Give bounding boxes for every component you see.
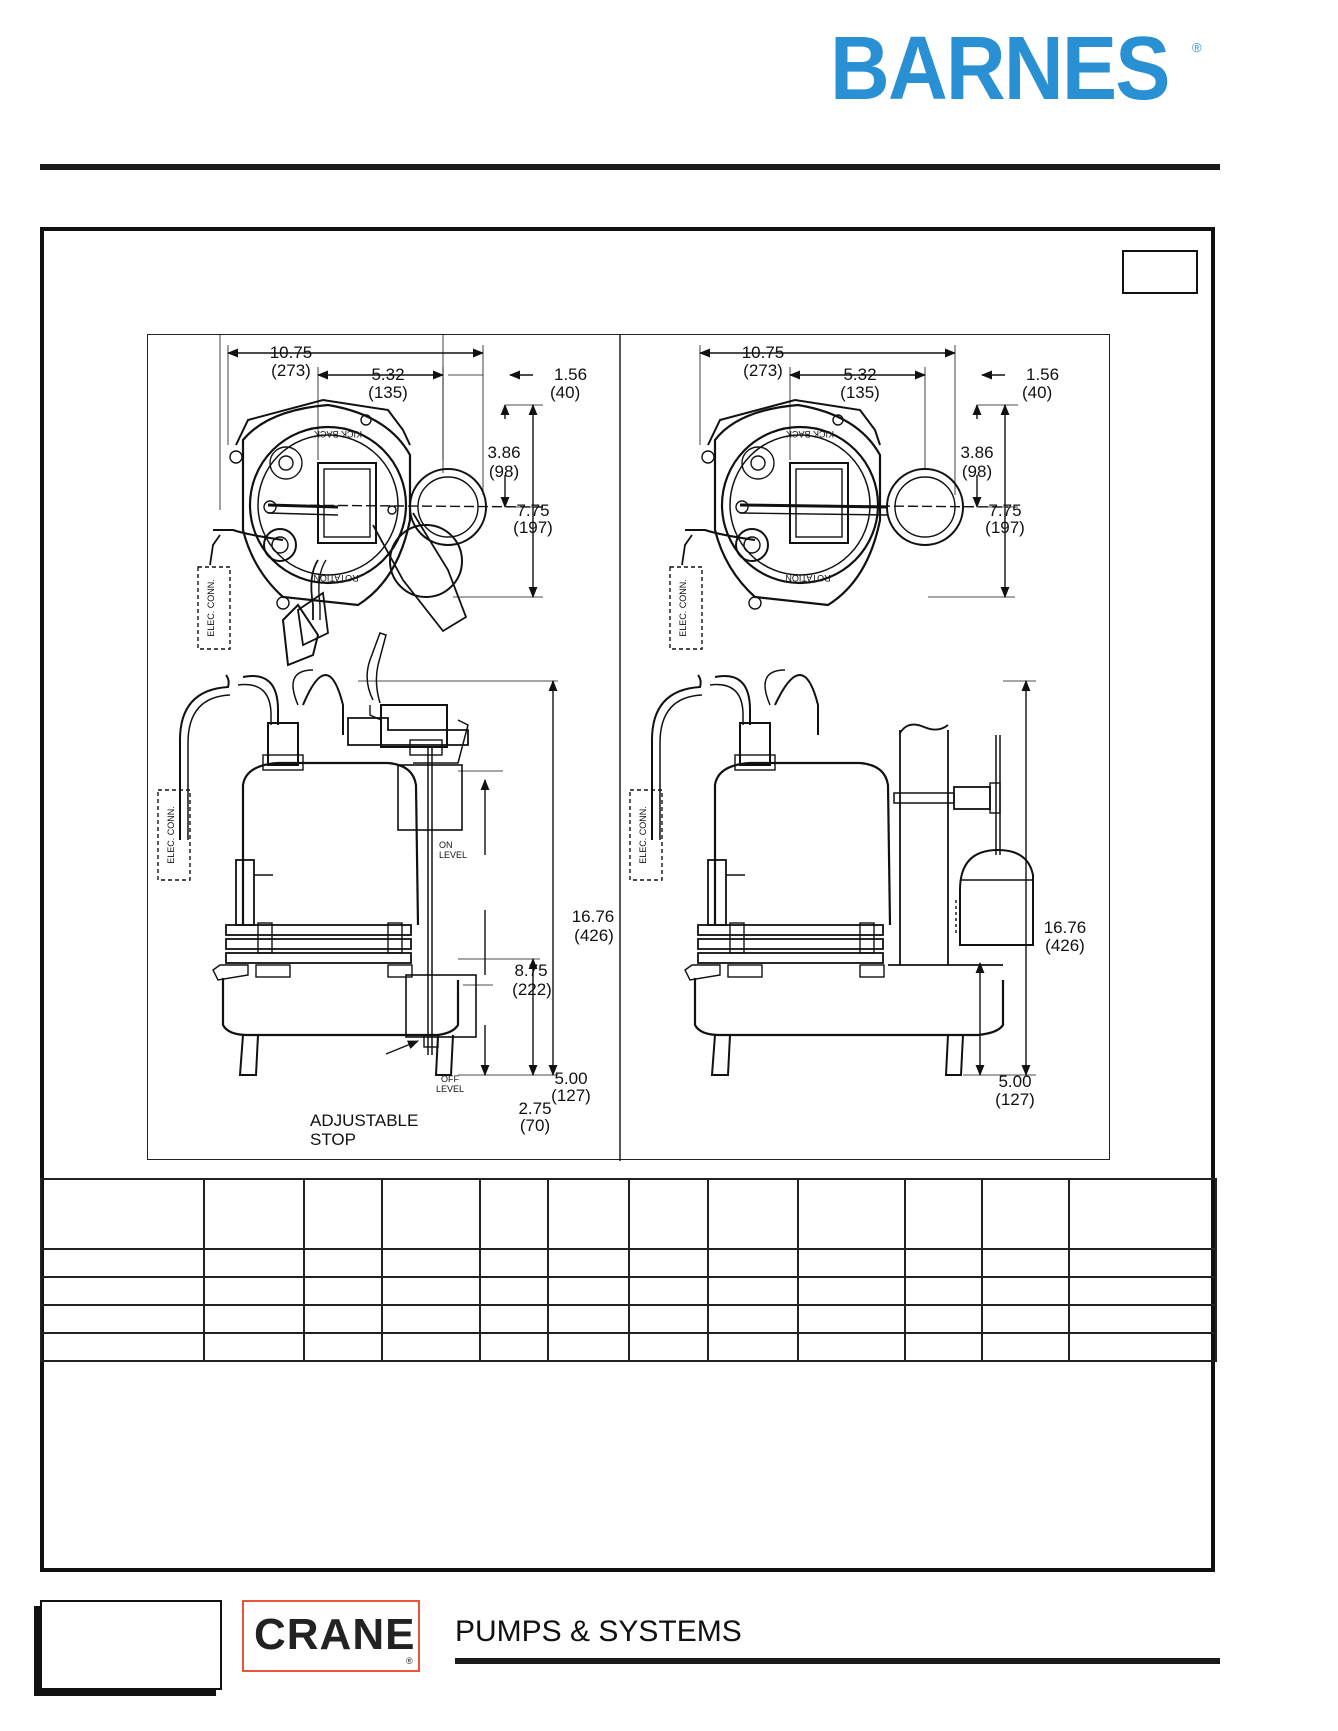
spec-frame — [40, 227, 1215, 1572]
adjustable-stop-label-1: ADJUSTABLE — [310, 1111, 418, 1130]
right-width-mm: (273) — [743, 361, 783, 380]
crane-registered-mark: ® — [406, 1656, 413, 1666]
left-center-in: 5.32 — [371, 365, 404, 384]
right-elec-conn-top: ELEC. CONN. — [678, 579, 688, 637]
spec-table — [40, 1178, 1217, 1362]
right-depth-mm: (197) — [985, 518, 1025, 537]
left-height-in: 16.76 — [572, 907, 615, 926]
brand-logo: BARNES — [830, 19, 1170, 119]
left-elec-conn-top: ELEC. CONN. — [206, 579, 216, 637]
footer-code-box — [40, 1600, 222, 1690]
crane-logo: CRANE — [254, 1610, 416, 1659]
left-inlet-mm: (127) — [551, 1086, 591, 1105]
right-side-view — [629, 669, 1034, 1076]
drawing-svg: 10.75 (273) 5.32 (135) 1.56 (40) 3.86 (9… — [157, 335, 1087, 1161]
right-depth-in: 7.75 — [988, 501, 1021, 520]
left-inlet-in: 5.00 — [554, 1069, 587, 1088]
left-offset-in: 1.56 — [554, 365, 587, 384]
right-offset-mm: (40) — [1022, 383, 1052, 402]
right-top-view — [669, 398, 1009, 650]
right-center-in: 5.32 — [843, 365, 876, 384]
crane-logo-box — [242, 1600, 420, 1672]
right-inlet-in: 5.00 — [998, 1072, 1031, 1091]
right-center-mm: (135) — [840, 383, 880, 402]
off-level-label-1: OFF — [441, 1074, 459, 1084]
right-elec-conn-side: ELEC. CONN. — [638, 806, 648, 864]
right-height-in: 16.76 — [1044, 918, 1087, 937]
right-height-mm: (426) — [1045, 936, 1085, 955]
on-level-label-2: LEVEL — [439, 850, 467, 860]
header-rule — [40, 164, 1220, 170]
left-width-mm: (273) — [271, 361, 311, 380]
right-offset-in: 1.56 — [1026, 365, 1059, 384]
left-rotation-label: ROTATION — [313, 573, 358, 583]
right-rotation-label: ROTATION — [785, 573, 830, 583]
left-center-mm: (135) — [368, 383, 408, 402]
left-offset-mm: (40) — [550, 383, 580, 402]
table-row — [40, 1276, 1217, 1306]
right-kick-back-label: KICK BACK — [786, 429, 834, 439]
right-inlet-mm: (127) — [995, 1090, 1035, 1109]
off-level-label-2: LEVEL — [436, 1084, 464, 1094]
left-top-view — [197, 335, 544, 667]
right-discharge-in: 3.86 — [960, 443, 993, 462]
left-range-mm: (222) — [512, 980, 552, 999]
on-level-label-1: ON — [439, 840, 453, 850]
left-stop-in: 2.75 — [518, 1099, 551, 1118]
footer-rule — [455, 1658, 1220, 1664]
left-discharge-in: 3.86 — [487, 443, 520, 462]
left-elec-conn-side: ELEC. CONN. — [166, 806, 176, 864]
left-side-view — [157, 632, 477, 1076]
left-width-in: 10.75 — [270, 343, 313, 362]
footer-tagline: PUMPS & SYSTEMS — [455, 1615, 742, 1648]
left-kick-back-label: KICK BACK — [314, 429, 362, 439]
left-depth-mm: (197) — [513, 518, 553, 537]
adjustable-stop-label-2: STOP — [310, 1130, 356, 1149]
right-discharge-mm: (98) — [962, 462, 992, 481]
left-range-in: 8.75 — [514, 961, 547, 980]
left-stop-mm: (70) — [520, 1116, 550, 1135]
left-depth-in: 7.75 — [516, 501, 549, 520]
brand-registered-mark: ® — [1192, 40, 1202, 55]
dimension-drawing: 10.75 (273) 5.32 (135) 1.56 (40) 3.86 (9… — [147, 334, 1110, 1161]
section-tag-box — [1122, 250, 1198, 294]
table-row — [40, 1304, 1217, 1334]
left-discharge-mm: (98) — [489, 462, 519, 481]
table-row — [40, 1248, 1217, 1278]
right-width-in: 10.75 — [742, 343, 785, 362]
table-row — [40, 1332, 1217, 1362]
left-height-mm: (426) — [574, 926, 614, 945]
spec-table-header-row — [40, 1178, 1217, 1250]
